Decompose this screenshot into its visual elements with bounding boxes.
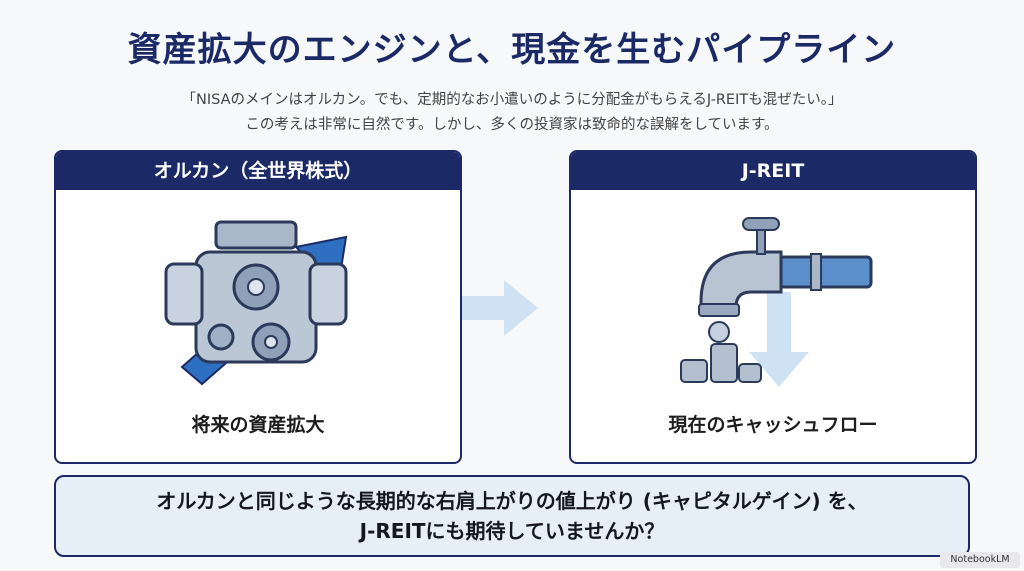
orukan-caption: 将来の資産拡大 xyxy=(191,414,325,436)
question-line-2: J-REITにも期待していませんか？ xyxy=(359,519,665,543)
subtitle-quote: 「NISAのメインはオルカン。でも、定期的なお小遣いのように分配金がもらえるJ-… xyxy=(181,92,843,108)
subtitle-note: この考えは非常に自然です。しかし、多くの投資家は致命的な誤解をしています。 xyxy=(245,117,779,133)
right-arrow-icon xyxy=(462,280,538,336)
jreit-caption: 現在のキャッシュフロー xyxy=(668,414,878,436)
notebooklm-badge: NotebookLM xyxy=(940,552,1020,568)
orukan-card: オルカン（全世界株式） 将来の資産拡大 xyxy=(54,150,462,464)
faucet-coins-icon xyxy=(680,217,873,387)
engine-with-up-arrow-icon xyxy=(164,220,348,386)
jreit-card: J-REIT 現在のキャッシュフロー xyxy=(569,150,977,464)
page-title: 資産拡大のエンジンと、現金を生むパイプライン xyxy=(127,30,897,70)
question-box: オルカンと同じような長期的な右肩上がりの値上がり (キャピタルゲイン) を、 J… xyxy=(54,475,970,557)
orukan-card-header: オルカン（全世界株式） xyxy=(56,152,460,190)
question-line-1: オルカンと同じような長期的な右肩上がりの値上がり (キャピタルゲイン) を、 xyxy=(156,489,868,513)
jreit-card-header: J-REIT xyxy=(571,152,975,190)
